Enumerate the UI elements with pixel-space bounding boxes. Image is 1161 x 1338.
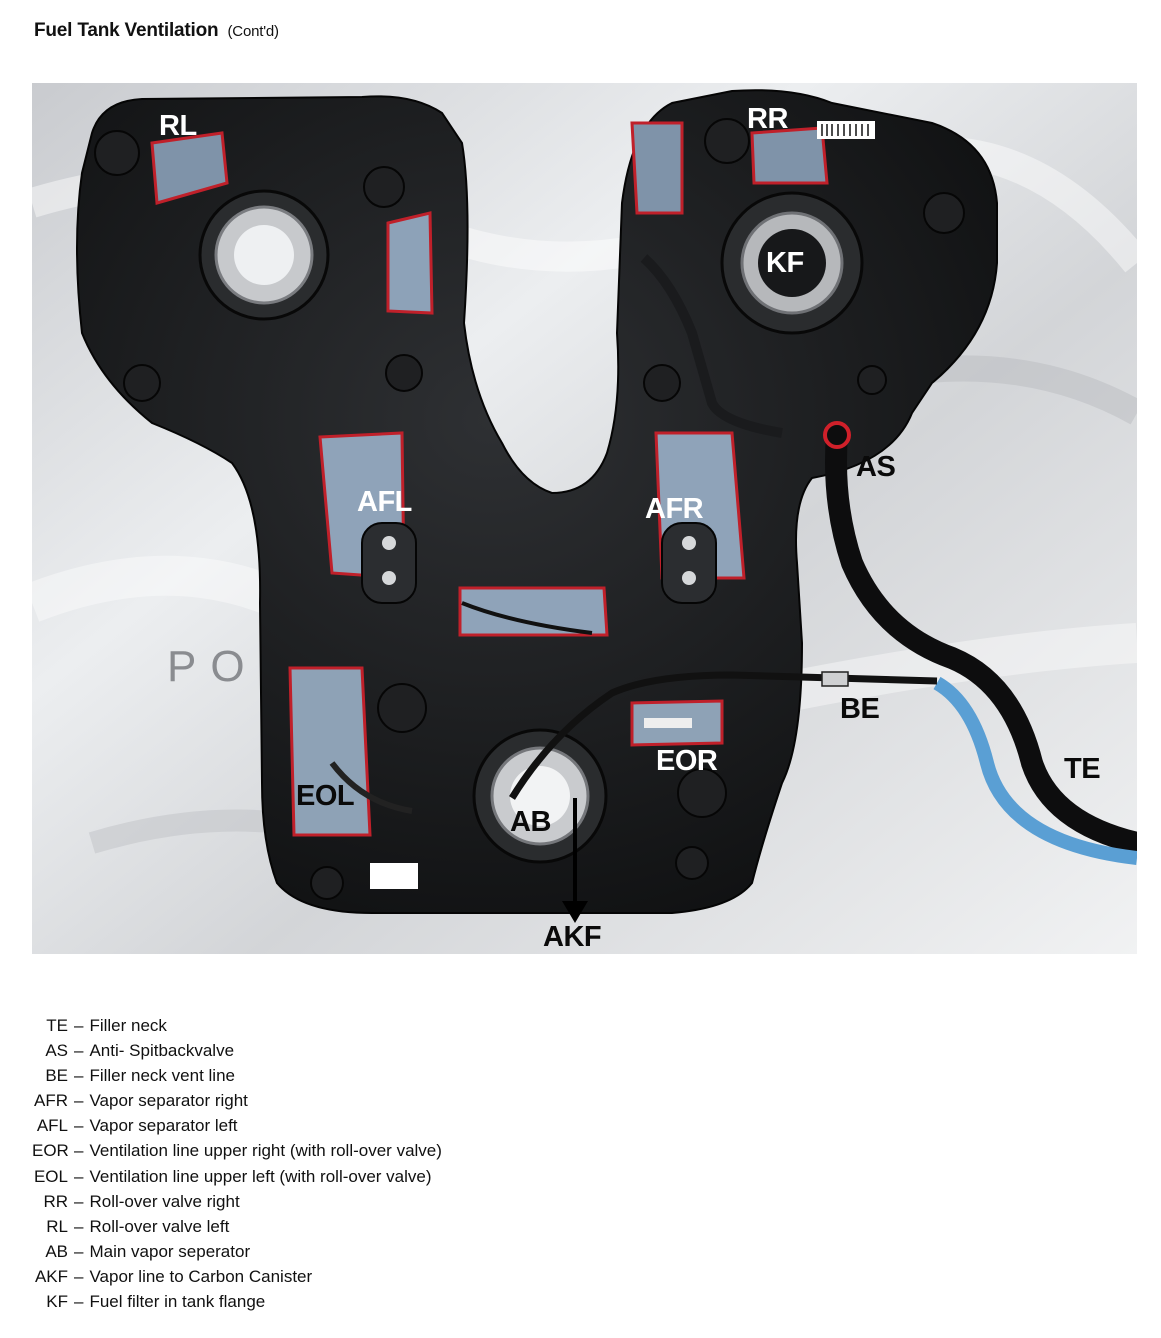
label-be: BE [840, 693, 880, 725]
legend-row: AFL–Vapor separator left [32, 1113, 442, 1138]
legend-row: AKF–Vapor line to Carbon Canister [32, 1264, 442, 1289]
label-ab: AB [510, 806, 551, 838]
legend-desc: Anti- Spitbackvalve [89, 1041, 235, 1061]
legend-desc: Ventilation line upper left (with roll-o… [89, 1166, 432, 1186]
label-kf: KF [766, 247, 804, 279]
legend-abbr: AFR [34, 1091, 68, 1111]
legend-abbr: KF [46, 1292, 68, 1312]
watermark: PO [167, 642, 259, 691]
legend: TE–Filler neck AS–Anti- Spitbackvalve BE… [32, 1013, 442, 1314]
akf-arrow [562, 798, 588, 923]
label-afr: AFR [645, 493, 704, 525]
legend-abbr: BE [45, 1066, 68, 1086]
legend-desc: Main vapor seperator [89, 1241, 251, 1261]
legend-row: TE–Filler neck [32, 1013, 442, 1038]
legend-desc: Vapor line to Carbon Canister [89, 1266, 313, 1286]
legend-desc: Filler neck vent line [89, 1066, 235, 1086]
page-title: Fuel Tank Ventilation (Cont'd) [34, 20, 279, 42]
legend-desc: Filler neck [89, 1016, 167, 1035]
title-text: Fuel Tank Ventilation [34, 20, 219, 41]
legend-abbr: RR [43, 1191, 68, 1211]
legend-row: RR–Roll-over valve right [32, 1189, 442, 1214]
legend-desc: Roll-over valve left [89, 1216, 230, 1236]
legend-row: AFR–Vapor separator right [32, 1088, 442, 1113]
fuel-tank-photo: PO [32, 83, 1137, 954]
legend-row: RL–Roll-over valve left [32, 1214, 442, 1239]
legend-desc: Ventilation line upper right (with roll-… [89, 1141, 442, 1161]
legend-abbr: RL [46, 1216, 68, 1236]
legend-desc: Roll-over valve right [89, 1191, 240, 1211]
legend-desc: Vapor separator left [89, 1116, 238, 1136]
fuel-tank-illustration: PO [32, 83, 1137, 954]
label-eor: EOR [656, 745, 718, 777]
left-flange [198, 189, 330, 321]
label-afl: AFL [357, 486, 412, 518]
legend-row: EOL–Ventilation line upper left (with ro… [32, 1164, 442, 1189]
label-rl: RL [159, 110, 197, 142]
legend-row: EOR–Ventilation line upper right (with r… [32, 1138, 442, 1163]
label-te: TE [1064, 753, 1101, 785]
legend-desc: Vapor separator right [89, 1091, 248, 1111]
legend-abbr: AS [45, 1041, 68, 1061]
legend-row: KF–Fuel filter in tank flange [32, 1289, 442, 1314]
label-akf: AKF [543, 921, 602, 953]
legend-row: AS–Anti- Spitbackvalve [32, 1038, 442, 1063]
svg-text:PO: PO [167, 642, 259, 691]
legend-abbr: EOR [32, 1141, 69, 1161]
label-eol: EOL [296, 780, 355, 812]
label-rr: RR [747, 103, 788, 135]
center-flange-ab [472, 728, 608, 864]
legend-abbr: AB [45, 1241, 68, 1261]
legend-abbr: EOL [33, 1166, 68, 1186]
label-as: AS [856, 451, 896, 483]
legend-desc: Fuel filter in tank flange [89, 1292, 266, 1312]
legend-abbr: TE [46, 1016, 68, 1035]
legend-abbr: AKF [34, 1266, 68, 1286]
right-flange-kf [720, 191, 864, 335]
legend-row: AB–Main vapor seperator [32, 1239, 442, 1264]
legend-abbr: AFL [36, 1116, 68, 1136]
title-subtitle: (Cont'd) [227, 23, 279, 40]
legend-row: BE–Filler neck vent line [32, 1063, 442, 1088]
